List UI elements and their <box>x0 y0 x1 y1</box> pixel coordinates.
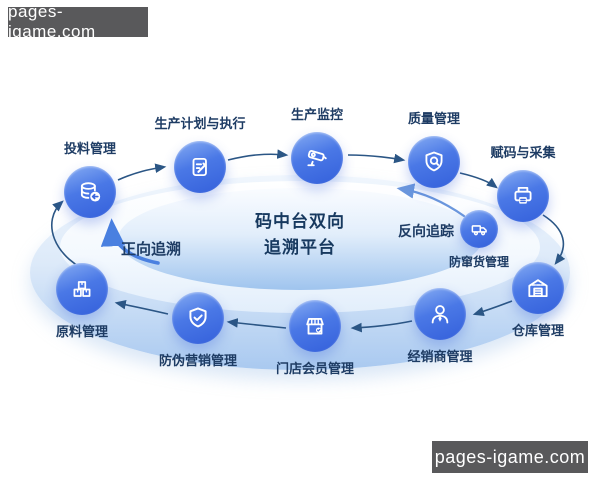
arrow-forward-trace <box>100 218 160 265</box>
storefront-icon <box>289 300 341 352</box>
reverse-trace-label: 反向追踪 <box>398 223 454 239</box>
arrow-plan-to-monitor <box>227 149 289 161</box>
arrow-reverse-trace <box>396 183 466 218</box>
quality-shield-q-icon <box>408 136 460 188</box>
truck-icon <box>460 210 498 248</box>
arrow-quality-to-coding <box>459 172 498 189</box>
platform-title: 码中台双向 追溯平台 <box>220 209 380 261</box>
watermark-bottom-right: pages-igame.com <box>432 441 588 473</box>
node-production-monitoring: 生产监控 <box>257 106 377 184</box>
platform-ring-inner <box>118 188 482 290</box>
arrow-monitor-to-quality <box>347 153 406 164</box>
arrow-antifake-to-material <box>114 300 169 315</box>
node-label: 赋码与采集 <box>490 145 556 160</box>
node-label: 生产计划与执行 <box>154 116 246 131</box>
cctv-camera-icon <box>291 132 343 184</box>
node-store-member-management: 门店会员管理 <box>255 300 375 378</box>
forward-trace-label: 正向追溯 <box>121 241 182 258</box>
boxes-icon <box>56 263 108 315</box>
node-label: 原料管理 <box>55 324 108 339</box>
shield-check-icon <box>172 292 224 344</box>
node-label: 门店会员管理 <box>275 361 354 376</box>
node-label: 防伪营销管理 <box>158 353 237 368</box>
node-label: 质量管理 <box>407 111 460 126</box>
node-production-plan: 生产计划与执行 <box>140 115 260 193</box>
printer-icon <box>497 170 549 222</box>
node-label: 防窜货管理 <box>448 255 509 269</box>
node-label: 生产监控 <box>290 107 343 122</box>
node-dealer-management: 经销商管理 <box>380 288 500 366</box>
node-label: 仓库管理 <box>511 323 564 338</box>
person-icon <box>414 288 466 340</box>
platform-title-line1: 码中台双向 <box>255 212 345 231</box>
node-warehouse-management: 仓库管理 <box>478 262 598 340</box>
node-raw-material-management: 原料管理 <box>22 263 142 341</box>
arrow-store-to-antifake <box>226 318 287 329</box>
plan-document-icon <box>174 141 226 193</box>
node-label: 投料管理 <box>63 141 116 156</box>
arrow-feed-to-plan <box>117 163 167 181</box>
node-anti-counterfeit-marketing: 防伪营销管理 <box>138 292 258 370</box>
arrow-dealer-to-store <box>350 320 413 333</box>
node-feed-management: 投料管理 <box>30 140 150 218</box>
node-quality-management: 质量管理 <box>374 110 494 188</box>
node-anti-channeling: 防窜货管理 <box>419 210 539 271</box>
warehouse-icon <box>512 262 564 314</box>
arrow-coding-to-warehouse <box>542 214 566 265</box>
platform-title-line2: 追溯平台 <box>264 238 336 257</box>
arrow-warehouse-to-dealer <box>472 300 513 316</box>
database-feed-icon <box>64 166 116 218</box>
node-label: 经销商管理 <box>407 349 473 364</box>
node-coding-collection: 赋码与采集 <box>463 144 583 222</box>
watermark-top-left: pages-igame.com <box>8 2 148 41</box>
